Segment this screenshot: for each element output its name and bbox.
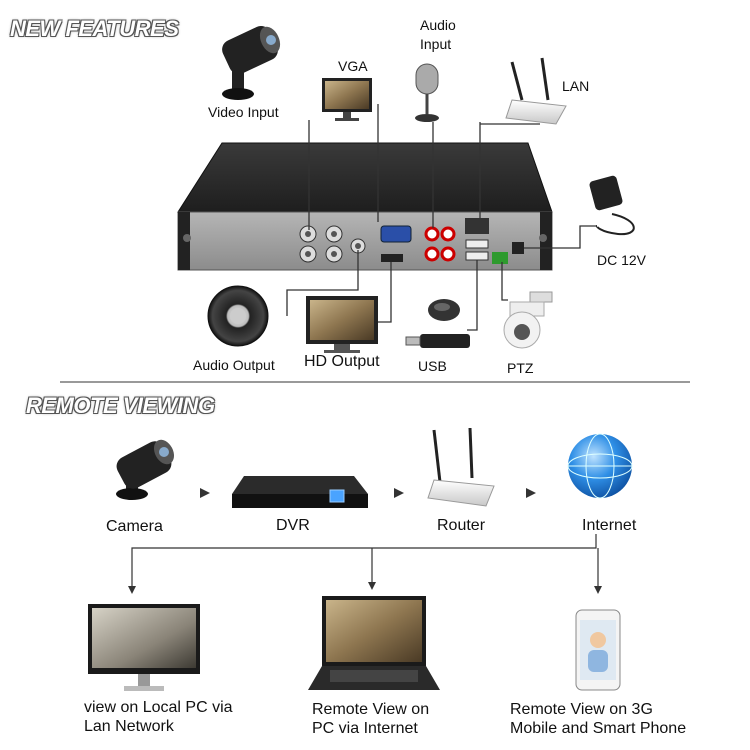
label-camera: Camera [106, 518, 163, 535]
speaker-icon [207, 285, 269, 347]
arrow-icon [394, 488, 404, 498]
router-icon [505, 57, 567, 125]
label-internet: Internet [582, 517, 637, 534]
label-ptz: PTZ [507, 360, 534, 376]
label-local-pc: view on Local PC via Lan Network [84, 699, 233, 735]
section-title-remote-viewing: REMOTE VIEWING [26, 393, 215, 418]
distribution-lines [131, 534, 599, 588]
chain-dvr-icon [232, 476, 368, 508]
usb-devices-icon [405, 299, 470, 348]
label-audio-input: Audio Input [420, 17, 456, 52]
label-dvr: DVR [276, 517, 310, 534]
label-pc-internet: Remote View on PC via Internet [312, 701, 430, 737]
label-router: Router [437, 517, 486, 534]
dvr-unit [177, 142, 553, 271]
arrow-icon [526, 488, 536, 498]
chain-camera-icon [116, 439, 175, 500]
vga-monitor-icon [322, 78, 372, 121]
label-hd-output: HD Output [304, 353, 380, 370]
globe-icon [567, 433, 633, 499]
arrow-icon [200, 488, 210, 498]
hd-monitor-icon [306, 296, 378, 353]
ptz-camera-icon [503, 291, 553, 349]
label-usb: USB [418, 358, 447, 374]
local-pc-monitor-icon [88, 604, 200, 691]
label-audio-output: Audio Output [193, 357, 275, 373]
section-title-new-features: NEW FEATURES [10, 16, 179, 41]
label-lan: LAN [562, 78, 590, 94]
bullet-camera-icon [222, 25, 281, 100]
chain-router-icon [427, 427, 495, 507]
microphone-icon [415, 63, 439, 122]
label-video-input: Video Input [208, 104, 279, 120]
laptop-icon [308, 596, 440, 690]
power-adapter-icon [589, 175, 635, 236]
label-mobile: Remote View on 3G Mobile and Smart Phone [510, 701, 687, 737]
connection-lines [286, 104, 597, 331]
label-dc-12v: DC 12V [597, 252, 647, 268]
label-vga: VGA [338, 58, 368, 74]
smartphone-icon [575, 609, 621, 691]
